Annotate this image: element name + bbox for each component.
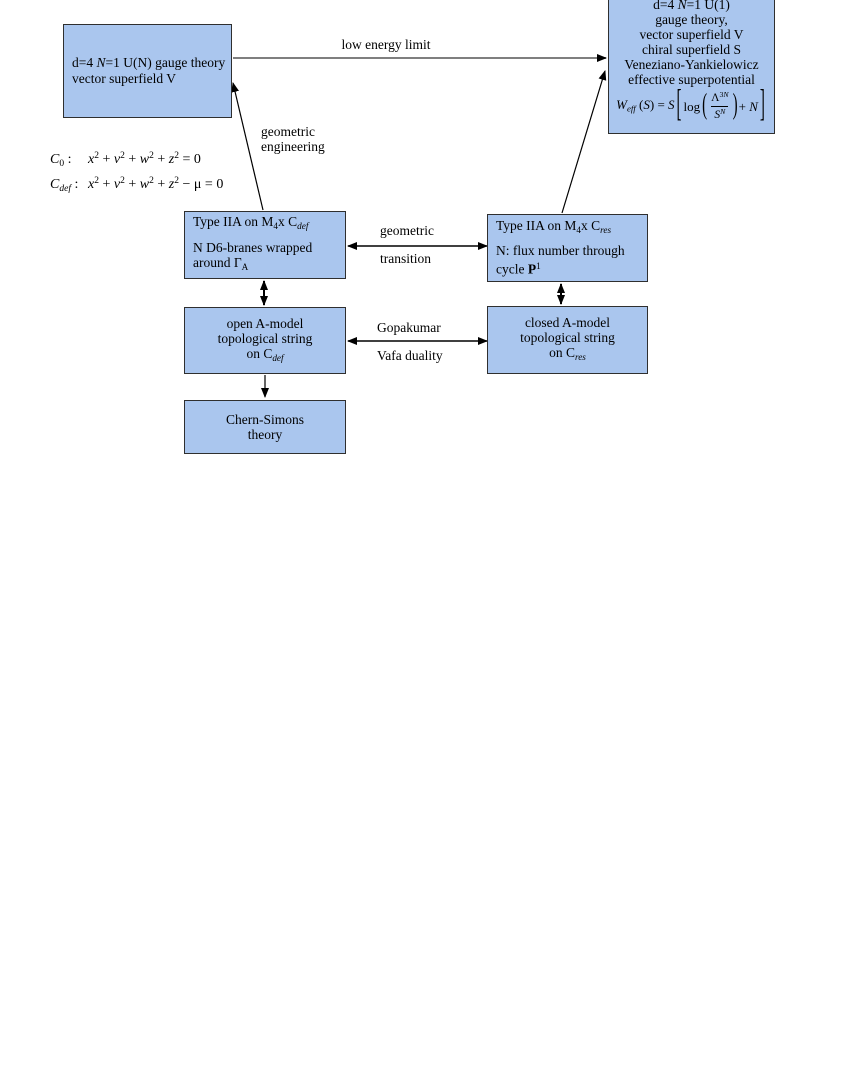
label-low-energy-limit: low energy limit <box>341 37 431 52</box>
label-geometric-transition-line1: geometric <box>380 223 434 238</box>
label-vafa-duality: Vafa duality <box>377 348 443 363</box>
box-iia-cres-line3: cycle P1 <box>496 260 541 277</box>
box-iia-cdef-line2: N D6-branes wrapped <box>193 240 313 256</box>
box-iia-cres-line1: Type IIA on M4x Cres <box>496 218 612 235</box>
box-gauge-theory-u1-line2: gauge theory, <box>655 12 728 27</box>
box-gauge-theory-u1: d=4 N=1 U(1) gauge theory, vector superf… <box>608 0 775 134</box>
label-geometric-engineering-line2: engineering <box>261 139 325 154</box>
box-closed-a-model: closed A-model topological string on Cre… <box>487 306 648 374</box>
formula-log: log <box>683 98 701 114</box>
label-geometric-transition-line2: transition <box>380 251 431 266</box>
box-open-a-model-line2: topological string <box>217 331 313 346</box>
box-open-a-model: open A-model topological string on Cdef <box>184 307 346 374</box>
equation-cdef-expression: x2 + v2 + w2 + z2 − μ = 0 <box>88 176 224 192</box>
formula-fraction: Λ3N SN <box>708 90 731 122</box>
box-gauge-theory-un-line2: vector superfield V <box>72 71 176 86</box>
box-gauge-theory-u1-line6: effective superpotential <box>628 72 755 87</box>
box-closed-a-model-line3: on Cres <box>549 345 586 362</box>
equation-cdef: Cdef : x2 + v2 + w2 + z2 − μ = 0 <box>50 176 223 201</box>
formula-lhs: Weff (S) = S <box>616 97 675 115</box>
equation-c0: C0 : x2 + v2 + w2 + z2 = 0 <box>50 151 223 176</box>
formula-left-paren: ( <box>702 89 708 122</box>
arrow-iia-res-to-u1 <box>561 70 607 214</box>
box-gauge-theory-u1-line3: vector superfield V <box>639 27 744 42</box>
box-chern-simons-line2: theory <box>247 427 283 442</box>
box-gauge-theory-u1-line1: d=4 N=1 U(1) <box>653 0 730 12</box>
label-gopakumar: Gopakumar <box>377 320 441 335</box>
weff-superpotential-formula: Weff (S) = S [ log ( Λ3N SN ) + N ] <box>609 84 774 126</box>
formula-left-bracket: [ <box>676 84 682 126</box>
formula-right-paren: ) <box>732 89 738 122</box>
box-gauge-theory-u1-line4: chiral superfield S <box>642 42 741 57</box>
formula-right-bracket: ] <box>759 84 765 126</box>
formula-numerator: Λ3N <box>711 90 729 104</box>
equation-cdef-label: Cdef : <box>50 176 79 194</box>
box-closed-a-model-line1: closed A-model <box>524 315 611 330</box>
label-geometric-engineering: geometric engineering <box>261 124 325 154</box>
box-chern-simons-line1: Chern-Simons <box>225 412 304 427</box>
arrow-geometric-engineering <box>231 82 264 211</box>
equation-c0-label: C0 : <box>50 151 72 169</box>
box-iia-cdef-line3: around ΓA <box>193 254 249 272</box>
box-iia-cdef-line1: Type IIA on M4x Cdef <box>193 214 309 231</box>
box-open-a-model-line3: on Cdef <box>246 346 284 363</box>
formula-denominator: SN <box>711 105 729 123</box>
box-iia-cdef: Type IIA on M4x Cdef N D6-branes wrapped… <box>184 211 346 279</box>
label-geometric-engineering-line1: geometric <box>261 124 315 139</box>
box-gauge-theory-un-line1: d=4 N=1 U(N) gauge theory <box>72 55 226 70</box>
box-chern-simons: Chern-Simons theory <box>184 400 346 454</box>
box-gauge-theory-u1-line5: Veneziano-Yankielowicz <box>624 57 759 72</box>
box-gauge-theory-un: d=4 N=1 U(N) gauge theory vector superfi… <box>63 24 232 118</box>
formula-tail: + N <box>738 98 758 114</box>
box-closed-a-model-line2: topological string <box>520 330 615 345</box>
box-open-a-model-line1: open A-model <box>226 316 304 331</box>
box-iia-cres: Type IIA on M4x Cres N: flux number thro… <box>487 214 648 282</box>
curve-equations: C0 : x2 + v2 + w2 + z2 = 0 Cdef : x2 + v… <box>50 151 223 201</box>
equation-c0-expression: x2 + v2 + w2 + z2 = 0 <box>88 151 201 167</box>
box-iia-cres-line2: N: flux number through <box>496 243 625 259</box>
